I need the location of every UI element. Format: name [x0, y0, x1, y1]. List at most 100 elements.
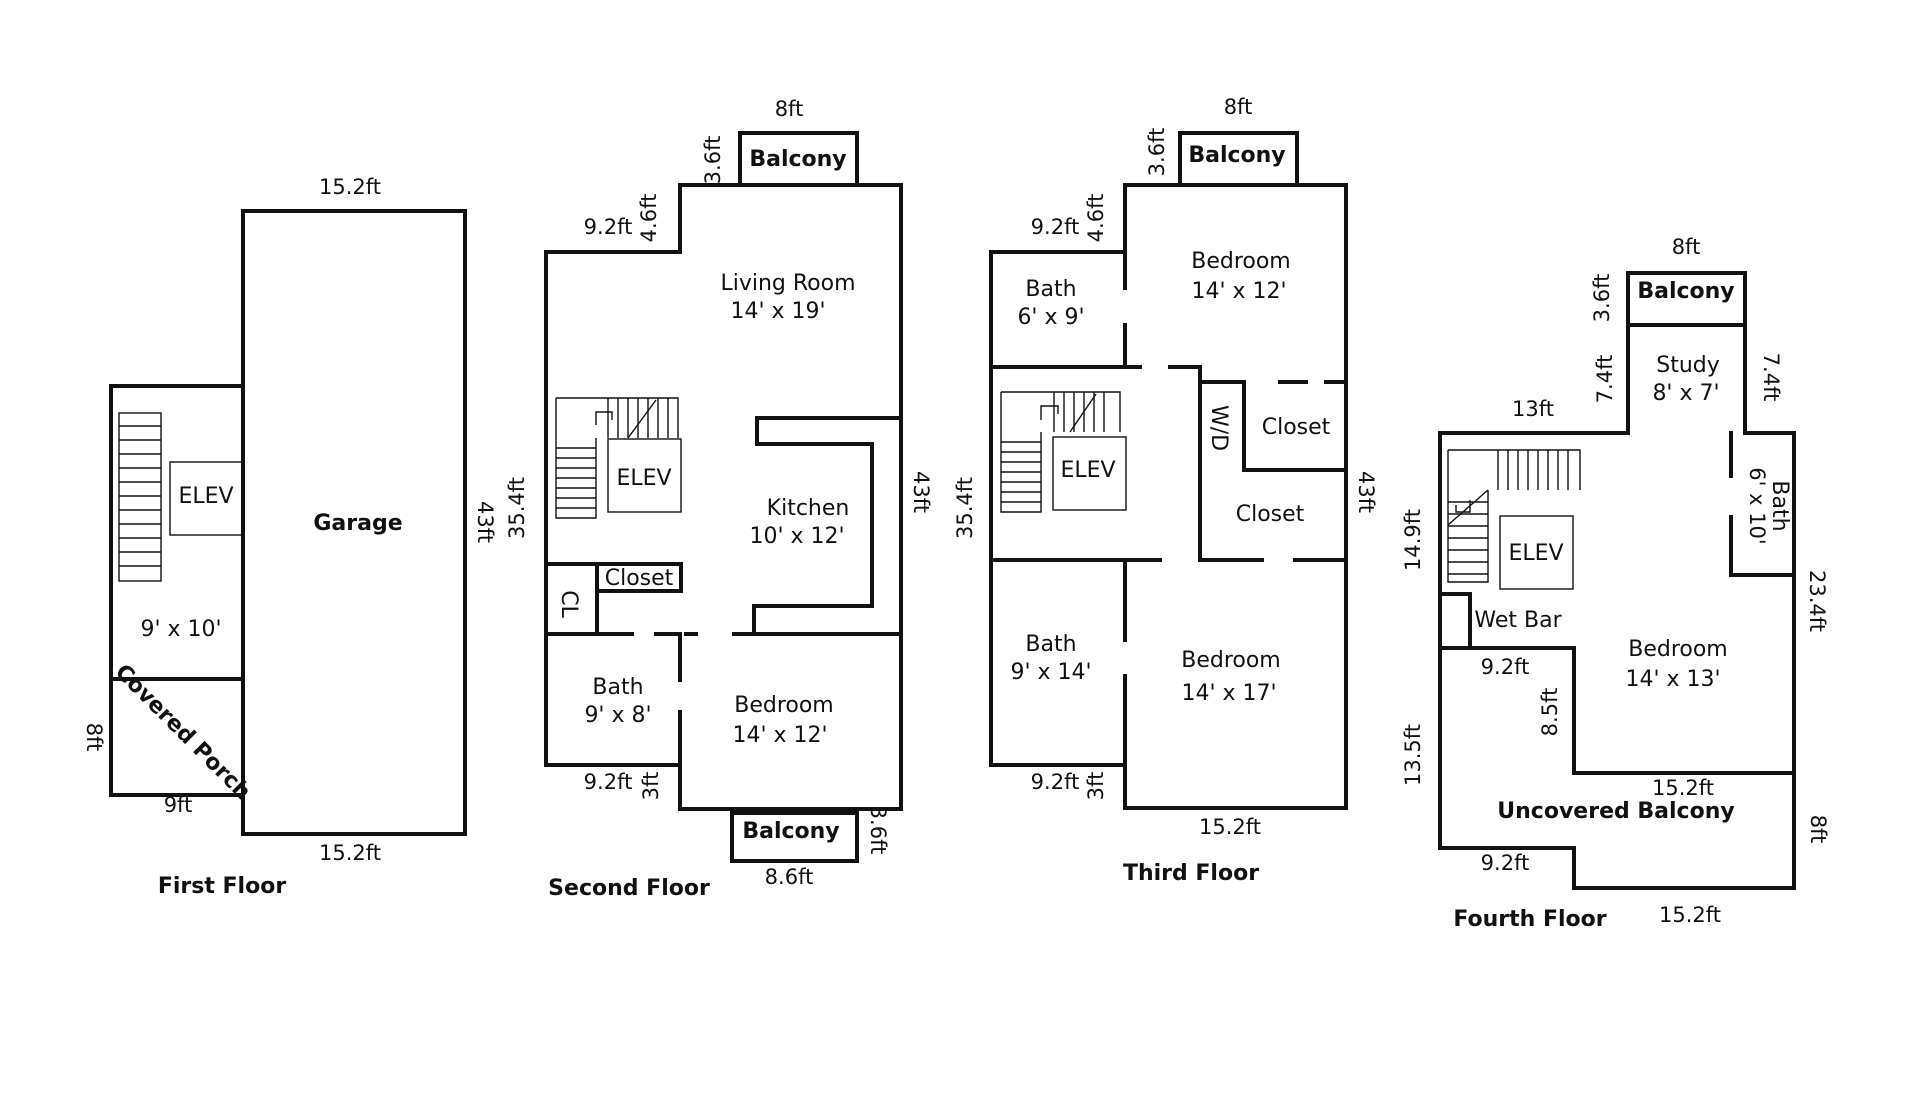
bedroom-size: 14' x 12': [732, 723, 827, 748]
staircase: [555, 397, 679, 519]
right-length-dim: 23.4ft: [1805, 570, 1829, 632]
bath1-label: Bath: [1025, 277, 1076, 302]
balcony-depth-dim: 3.6ft: [1145, 128, 1169, 177]
room-size-label: 9' x 10': [140, 617, 221, 642]
bath-size: 6' x 10': [1745, 467, 1769, 544]
closet-walls: [1198, 380, 1348, 472]
bottom-step-depth-dim: 3ft: [1084, 772, 1108, 801]
second-floor-outline: [544, 183, 903, 811]
third-floor-plan: Bath 6' x 9' Bedroom 14' x 12' ELEV W/D …: [953, 95, 1378, 886]
fourth-floor-title: Fourth Floor: [1453, 907, 1606, 932]
balcony-top-outline: [738, 131, 859, 187]
second-floor-plan: Living Room 14' x 19' Kitchen 10' x 12' …: [505, 97, 933, 901]
covered-porch-outline: [109, 677, 245, 797]
elev-label: ELEV: [178, 484, 233, 509]
living-room-label: Living Room: [720, 271, 855, 296]
elevator-box: [169, 461, 244, 536]
balcony-bottom-width-dim: 8.6ft: [765, 865, 814, 889]
balcony-top-dim: 15.2ft: [1652, 776, 1714, 800]
bath-size: 9' x 8': [584, 703, 651, 728]
bath-label: Bath: [592, 675, 643, 700]
balcony-bottom-label: Balcony: [742, 819, 839, 844]
study-label: Study: [1656, 353, 1720, 378]
step-width-dim: 9.2ft: [1031, 215, 1080, 239]
third-floor-outline: [989, 183, 1348, 810]
kitchen-walls: [752, 416, 900, 636]
cl-closet-walls: [544, 562, 599, 636]
left-upper-dim: 14.9ft: [1401, 509, 1425, 571]
kitchen-size: 10' x 12': [749, 524, 844, 549]
inner-depth-dim: 8.5ft: [1538, 688, 1562, 737]
balcony-width-dim: 8ft: [1672, 235, 1701, 259]
balcony-right-dim: 8ft: [1806, 815, 1830, 844]
first-floor-title: First Floor: [158, 874, 286, 899]
bedroom-size: 14' x 13': [1625, 667, 1720, 692]
study-left-dim: 7.4ft: [1593, 355, 1617, 404]
bedroom1-label: Bedroom: [1191, 249, 1291, 274]
fourth-floor-plan: Balcony Study 8' x 7' Bath 6' x 10' ELEV…: [1401, 235, 1830, 932]
wet-bar-walls: [1438, 592, 1472, 650]
staircase: [1447, 449, 1581, 583]
bedroom-label: Bedroom: [1628, 637, 1728, 662]
bedroom2-label: Bedroom: [1181, 648, 1281, 673]
staircase: [118, 412, 162, 582]
balcony-label: Balcony: [1188, 143, 1285, 168]
balcony-depth-dim: 3.6ft: [1590, 274, 1614, 323]
third-floor-title: Third Floor: [1123, 861, 1259, 886]
fourth-floor-outline: [1438, 323, 1796, 775]
balcony-bottom-depth-dim: 3.6ft: [866, 806, 890, 855]
closet1-label: Closet: [1262, 415, 1331, 440]
bottom-width-dim: 15.2ft: [1199, 815, 1261, 839]
garage-right-dim: 43ft: [473, 501, 497, 543]
bottom-step-depth-dim: 3ft: [639, 772, 663, 801]
bottom-width-dim: 15.2ft: [1659, 903, 1721, 927]
step-width-dim: 9.2ft: [584, 215, 633, 239]
balcony-bottom-outline: [730, 811, 859, 863]
garage-top-dim: 15.2ft: [319, 175, 381, 199]
elevator-box: [1052, 436, 1127, 511]
uncovered-balcony-label: Uncovered Balcony: [1497, 799, 1734, 824]
bottom-step-width-dim: 9.2ft: [584, 770, 633, 794]
porch-left-dim: 8ft: [82, 723, 106, 752]
bath-walls: [1729, 431, 1796, 577]
balcony-label: Balcony: [1637, 279, 1734, 304]
bath-label: Bath: [1767, 480, 1792, 531]
balcony-top-depth-dim: 3.6ft: [701, 136, 725, 185]
elev-label: ELEV: [1060, 458, 1115, 483]
cl-label: CL: [556, 590, 581, 618]
bottom-step-width-dim: 9.2ft: [1031, 770, 1080, 794]
garage-bottom-dim: 15.2ft: [319, 841, 381, 865]
step-depth-dim: 4.6ft: [637, 194, 661, 243]
balcony-top-width-dim: 8ft: [775, 97, 804, 121]
left-length-dim: 35.4ft: [953, 477, 977, 539]
balcony-outline: [1626, 271, 1747, 327]
closet2-label: Closet: [1236, 502, 1305, 527]
bedroom-label: Bedroom: [734, 693, 834, 718]
bath2-label: Bath: [1025, 632, 1076, 657]
closet-label: Closet: [605, 566, 674, 591]
elevator-box: [1499, 515, 1574, 590]
study-right-dim: 7.4ft: [1759, 353, 1783, 402]
balcony-outline: [1178, 131, 1299, 187]
top-width-dim: 13ft: [1512, 397, 1554, 421]
covered-porch-label: Covered Porch: [110, 660, 255, 805]
right-length-dim: 43ft: [909, 471, 933, 513]
living-room-size: 14' x 19': [730, 299, 825, 324]
balcony-top-label: Balcony: [749, 147, 846, 172]
step-depth-dim: 4.6ft: [1084, 194, 1108, 243]
bath2-size: 9' x 14': [1010, 660, 1091, 685]
left-length-dim: 35.4ft: [505, 477, 529, 539]
porch-bottom-dim: 9ft: [164, 793, 193, 817]
elev-label: ELEV: [616, 466, 671, 491]
right-length-dim: 43ft: [1354, 471, 1378, 513]
left-lower-dim: 13.5ft: [1401, 724, 1425, 786]
elevator-box: [607, 438, 682, 513]
wet-bar-label: Wet Bar: [1474, 608, 1562, 633]
bedroom2-size: 14' x 17': [1181, 681, 1276, 706]
inner-width-dim: 9.2ft: [1481, 655, 1530, 679]
bath1-size: 6' x 9': [1017, 305, 1084, 330]
bedroom1-size: 14' x 12': [1191, 279, 1286, 304]
wd-label: W/D: [1206, 405, 1231, 451]
central-walls: [1198, 365, 1348, 562]
